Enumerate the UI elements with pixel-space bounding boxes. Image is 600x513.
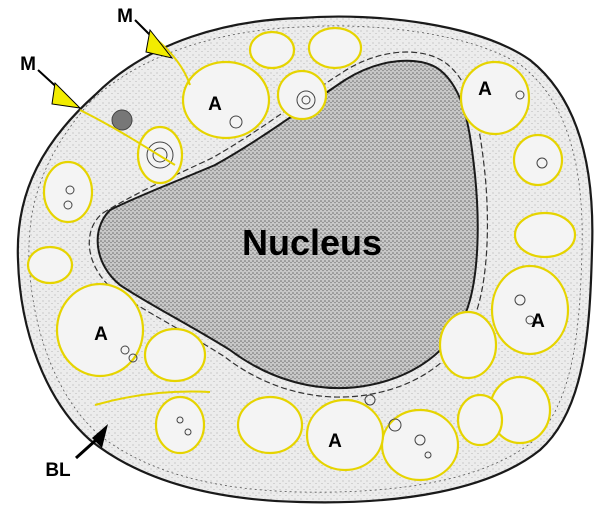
axon-compartment bbox=[55, 282, 145, 378]
axon-compartment bbox=[513, 211, 577, 259]
myelin-arrow-top bbox=[134, 19, 174, 59]
axon-compartment bbox=[26, 245, 74, 285]
axon-compartment bbox=[305, 398, 385, 472]
basal-lamina-line bbox=[28, 25, 583, 493]
axon-compartment bbox=[438, 310, 498, 380]
axon-label: A bbox=[94, 324, 108, 345]
nucleus-label: Nucleus bbox=[242, 222, 382, 263]
axon-compartment bbox=[456, 393, 504, 447]
nuclear-envelope bbox=[88, 51, 489, 398]
axon-compartment bbox=[154, 395, 206, 455]
myelin-arrow-left bbox=[37, 69, 82, 109]
axon-compartment bbox=[490, 264, 570, 356]
myelin-label-top: M bbox=[117, 6, 133, 27]
axon-label: A bbox=[531, 311, 545, 332]
axon-compartment bbox=[459, 60, 531, 136]
axon-compartment bbox=[42, 160, 94, 224]
axon-label: A bbox=[478, 79, 492, 100]
nucleus-shape bbox=[96, 59, 479, 390]
axon-compartment bbox=[181, 60, 271, 140]
axon-label: A bbox=[328, 431, 342, 452]
myelin-label-left: M bbox=[20, 54, 36, 75]
axon-compartment bbox=[143, 327, 207, 383]
axon-compartment bbox=[248, 30, 296, 70]
basal-lamina-label: BL bbox=[45, 460, 71, 481]
axon-details bbox=[63, 90, 548, 459]
axon-label: A bbox=[208, 94, 222, 115]
basal-lamina-arrow bbox=[74, 424, 108, 460]
axon-compartment bbox=[236, 395, 304, 455]
axon-compartment bbox=[276, 69, 328, 121]
axon-compartment bbox=[307, 26, 363, 70]
